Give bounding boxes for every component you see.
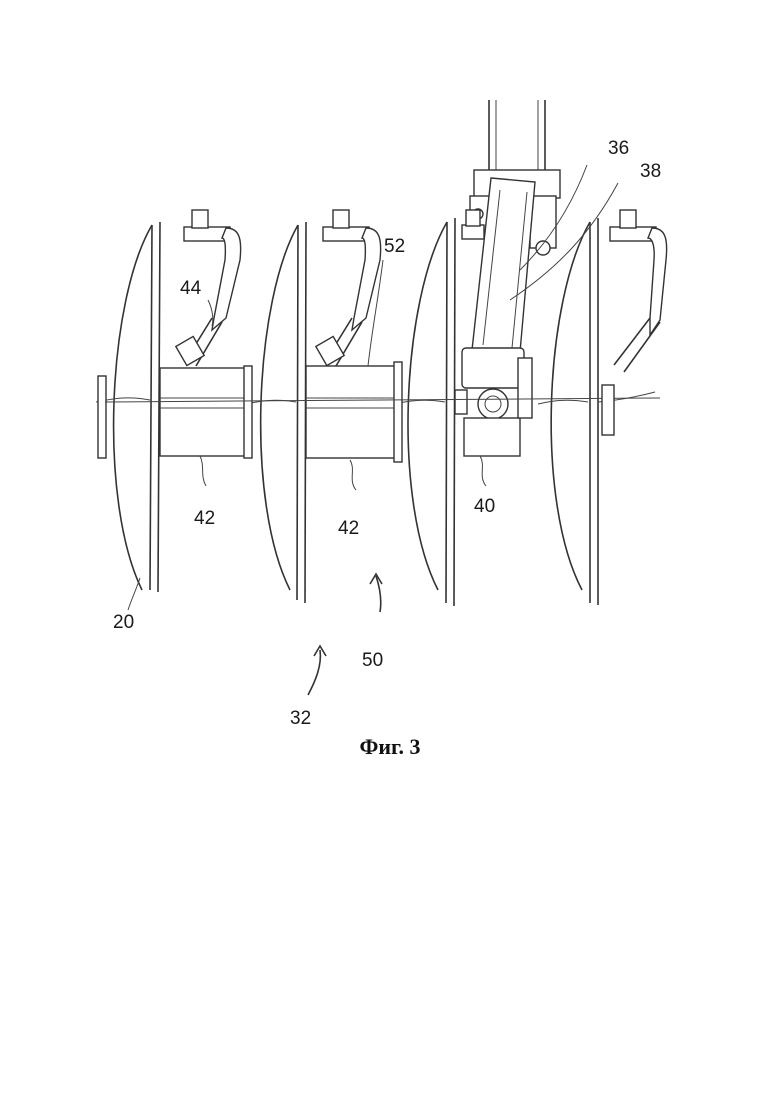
scraper-bracket-4: [602, 210, 667, 435]
spacer-tube-left: [160, 366, 252, 458]
label-38: 38: [640, 161, 661, 182]
label-42-middle: 42: [338, 518, 359, 539]
label-42-left: 42: [194, 508, 215, 529]
label-50: 50: [362, 650, 383, 671]
label-36: 36: [608, 138, 629, 159]
label-32: 32: [290, 708, 311, 729]
label-20: 20: [113, 612, 134, 633]
figure-caption: Фиг. 3: [0, 734, 780, 760]
disc-4: [538, 218, 655, 605]
disc-2: [246, 222, 306, 603]
disc-1: [96, 222, 160, 592]
label-40: 40: [474, 496, 495, 517]
label-44: 44: [180, 278, 202, 299]
label-52: 52: [384, 236, 405, 257]
disc-3: [394, 218, 455, 606]
spacer-tube-middle: [306, 362, 402, 462]
